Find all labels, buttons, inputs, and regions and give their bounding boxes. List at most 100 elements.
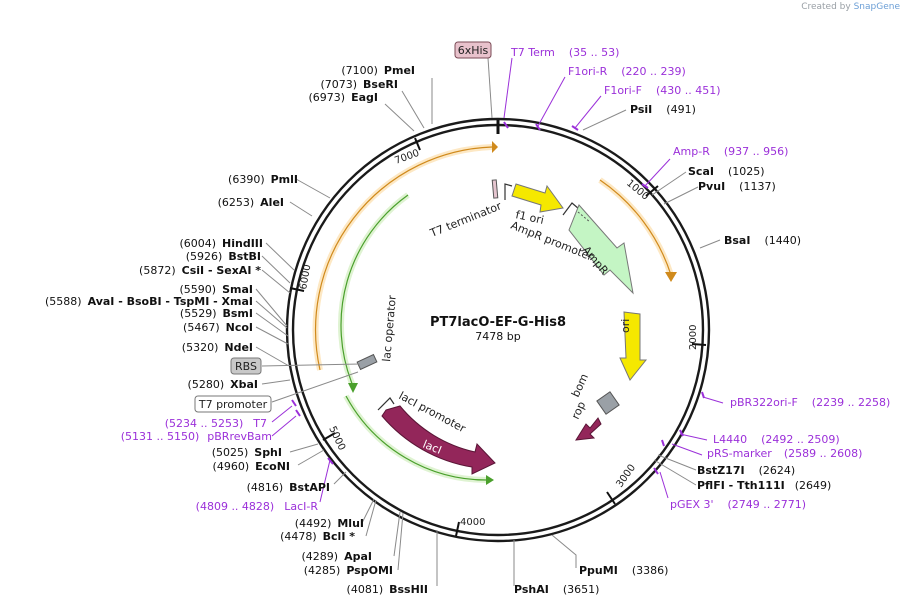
leader-6xhis <box>487 57 493 119</box>
leader-mlui <box>361 498 375 524</box>
leader-xmai <box>255 300 288 329</box>
enzyme-name: PshAI <box>514 583 549 596</box>
leader-t7term <box>503 57 513 119</box>
enzyme-pspomi: (4285)PspOMI <box>304 564 393 577</box>
enzyme-ndei: (5320)NdeI <box>182 341 253 354</box>
enzyme-name: XbaI <box>230 378 258 391</box>
primer-range: (937 .. 956) <box>724 145 789 158</box>
enzyme-pos: (1440) <box>764 234 801 247</box>
primer-amp-r: Amp-R (937 .. 956) <box>673 145 788 158</box>
enzyme-pos: (6253) <box>218 196 255 209</box>
enzyme-pos: (5025) <box>212 446 249 459</box>
enzyme-name: CsiI - SexAI * <box>182 264 262 277</box>
primer-t7: (5234 .. 5253)T7 <box>165 417 267 430</box>
leader-ncoi <box>255 326 289 345</box>
leader-psp <box>397 512 404 571</box>
ampr-promoter-glyph <box>562 202 580 216</box>
leader-l4440 <box>679 433 708 441</box>
primer-mark-laci-r <box>327 457 334 465</box>
t7-promoter-box <box>194 395 272 413</box>
rbs-label: RBS <box>235 360 257 373</box>
enzyme-pos: (3651) <box>563 583 600 596</box>
enzyme-pos: (4816) <box>247 481 284 494</box>
primer-name: L4440 <box>713 433 747 446</box>
leader-rbs <box>261 363 361 367</box>
tick-label-3000: 3000 <box>614 463 638 490</box>
primer-name: Amp-R <box>673 145 710 158</box>
ampr-dash <box>577 211 591 223</box>
primer-mark-t7 <box>291 399 297 407</box>
enzyme-name: EcoNI <box>255 460 290 473</box>
leader-prs <box>671 443 703 456</box>
primer-mark-f1ori-r <box>535 123 541 131</box>
credit-prefix: Created by <box>801 2 851 12</box>
leader-bstz17i <box>657 454 697 471</box>
enzyme-bcli: (4478)BclI * <box>280 530 355 543</box>
leader-pvui <box>663 186 699 205</box>
backbone-outer <box>285 117 711 543</box>
enzyme-name: ScaI <box>688 165 714 178</box>
leader-t7prom <box>271 371 359 403</box>
enzyme-pshai: PshAI (3651) <box>514 583 599 596</box>
primer-name: pGEX 3' <box>670 498 714 511</box>
leader-pbr322 <box>702 396 724 404</box>
f1-ori-label: f1 ori <box>514 208 545 227</box>
enzyme-bseri: (7073)BseRI <box>320 78 398 91</box>
feature-arc-laci-head <box>486 475 494 485</box>
feature-arc-laci-line <box>345 395 489 481</box>
leader-ppumi <box>551 534 577 568</box>
ori-arrow <box>619 311 648 381</box>
enzyme-ncoi: (5467)NcoI <box>183 321 253 334</box>
primer-name: F1ori-F <box>604 84 642 97</box>
primer-name: pRS-marker <box>707 447 772 460</box>
enzyme-pos: (5588) <box>45 295 82 308</box>
enzyme-bstapi: (4816)BstAPI <box>247 481 330 494</box>
enzyme-pos: (1137) <box>739 180 776 193</box>
primer-mark-pbrrevbam <box>295 409 301 417</box>
lac-operator-label: lac operator <box>380 294 399 362</box>
enzyme-pos: (4285) <box>304 564 341 577</box>
orf-arc-ef-g-head <box>492 141 498 153</box>
enzyme-name: PvuI <box>698 180 725 193</box>
enzyme-pmli: (6390)PmlI <box>228 173 298 186</box>
leader-bsai <box>699 239 721 249</box>
primer-pbr322ori-f: pBR322ori-F(2239 .. 2258) <box>730 396 890 409</box>
enzyme-avai-group: (5588)AvaI - BsoBI - TspMI - XmaI <box>45 295 253 308</box>
leader-bseri <box>401 90 425 129</box>
laci-promoter-glyph <box>377 397 395 411</box>
leader-laci-r <box>319 459 331 503</box>
leader-t7 <box>271 405 293 423</box>
enzyme-pos: (7073) <box>320 78 357 91</box>
primer-range: (5234 .. 5253) <box>165 417 244 430</box>
rop-label: rop <box>569 399 588 421</box>
primer-name: T7 Term <box>510 46 555 59</box>
tick-7000 <box>414 137 421 151</box>
enzyme-pos: (5872) <box>139 264 176 277</box>
enzyme-pflfi-tth111i: PflFI - Tth111I(2649) <box>697 479 831 492</box>
primer-range: (2749 .. 2771) <box>728 498 807 511</box>
leader-alei <box>289 201 313 217</box>
primer-mark-amp-r <box>641 183 649 189</box>
leader-eagi <box>384 103 415 132</box>
leader-sphi <box>289 443 319 453</box>
primer-name: F1ori-R <box>568 65 608 78</box>
f1-ori-arrow <box>511 183 564 213</box>
primer-leader-lines <box>271 57 724 503</box>
leader-bsmi <box>255 312 289 337</box>
enzyme-pos: (5467) <box>183 321 220 334</box>
leader-pmli <box>295 178 331 199</box>
tick-label-4000: 4000 <box>460 517 485 528</box>
primer-mark-prs <box>661 439 665 447</box>
primer-mark-l4440 <box>679 429 684 437</box>
snapgene-credit: Created by SnapGene <box>801 2 900 12</box>
enzyme-name: AleI <box>260 196 284 209</box>
enzyme-name: PmeI <box>384 64 415 77</box>
enzyme-name: PsiI <box>630 103 652 116</box>
primer-f1ori-r: F1ori-R(220 .. 239) <box>568 65 686 78</box>
snapgene-brand: SnapGene <box>853 2 900 12</box>
leader-scai <box>651 171 687 196</box>
ampr-arrow <box>568 204 634 295</box>
enzyme-leader-lines <box>255 57 721 586</box>
enzyme-name: BstZ17I <box>697 464 745 477</box>
enzyme-pos: (5280) <box>188 378 225 391</box>
